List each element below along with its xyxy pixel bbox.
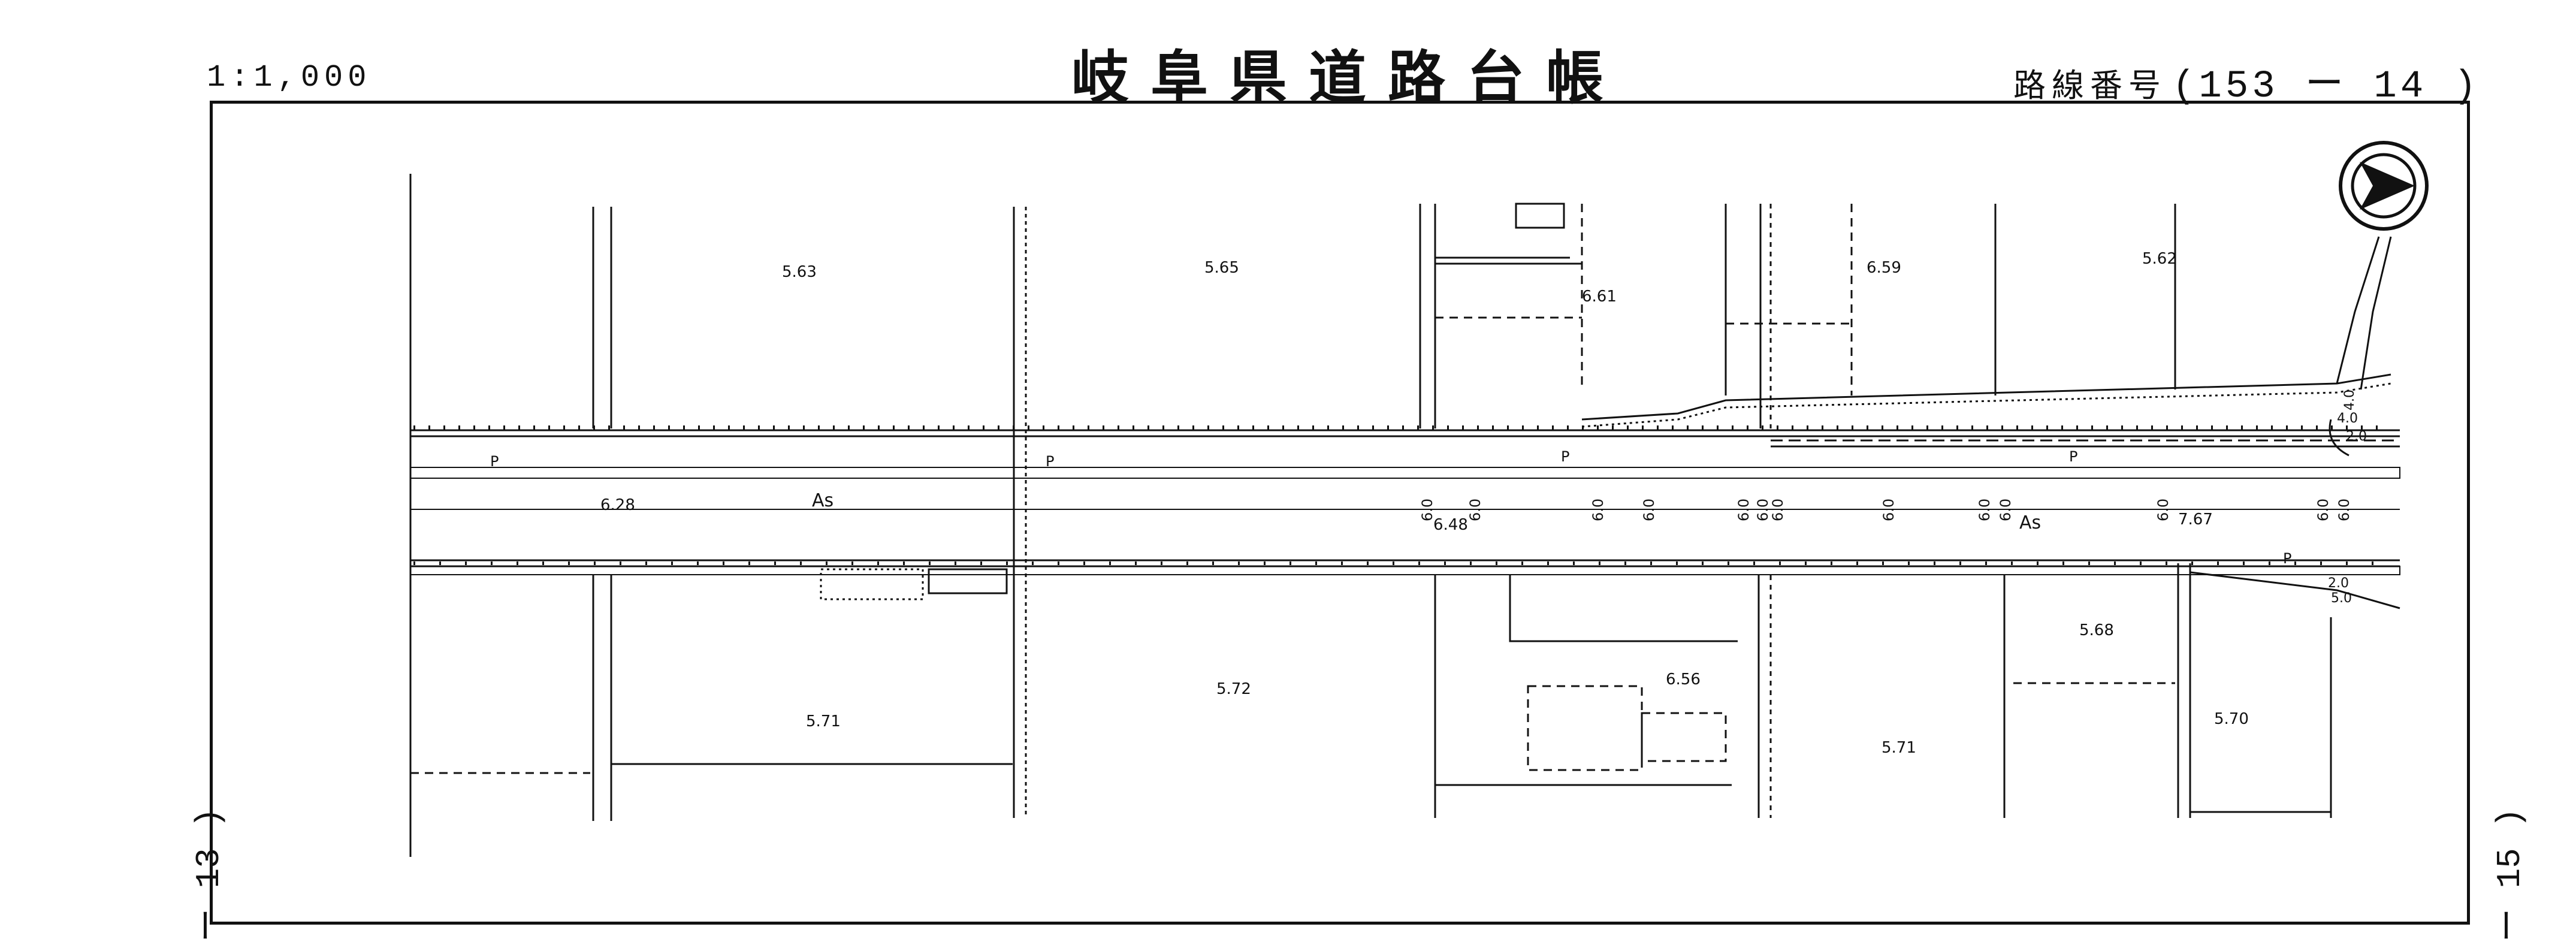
parking-label: P <box>1561 448 1569 465</box>
road-width-mark: 6.0 <box>1735 499 1752 521</box>
corner-curve <box>2329 419 2349 457</box>
map-frame <box>210 101 2470 922</box>
elevation-label: 5.70 <box>2214 710 2249 728</box>
frame-bottom-rule <box>210 922 2470 925</box>
north-arrow-icon <box>2339 141 2429 231</box>
corner-label: 4.0 <box>2342 390 2357 410</box>
route-number-label: 路線番号 <box>2013 67 2167 104</box>
ramp-edge <box>2360 236 2392 390</box>
road-width-marks: 6.0 6.0 6.0 6.0 6.0 6.0 6.0 6.0 6.0 6.0 … <box>1419 499 2352 521</box>
parking-labels: P P P P P <box>490 448 2291 567</box>
road-width-mark: 6.0 <box>2336 499 2352 521</box>
elevation-label: 6.28 <box>600 496 635 514</box>
ramp-edge <box>2336 236 2380 384</box>
elevation-label: 6.59 <box>1867 259 1901 277</box>
corner-labels: 4.0 4.0 2.0 2.0 5.0 <box>2328 390 2367 606</box>
building-outline-dashed <box>1527 685 1643 771</box>
road-width-mark: 6.0 <box>1641 499 1657 521</box>
corner-label: 5.0 <box>2331 591 2352 606</box>
road-width-mark: 6.0 <box>1467 499 1484 521</box>
north-curb-curve-hatch <box>1581 382 2391 428</box>
road-width-mark: 6.0 <box>1754 499 1771 521</box>
road-width-mark: 6.0 <box>1419 499 1436 521</box>
road-width-mark: 6.0 <box>1880 499 1897 521</box>
elevation-label: 6.48 <box>1433 516 1468 534</box>
parking-label: P <box>2069 448 2077 465</box>
road-width-mark: 6.0 <box>1997 499 2014 521</box>
south-sidewalk-strip <box>410 566 2400 575</box>
structure-outline <box>820 568 924 600</box>
south-ramp-edge <box>2190 571 2400 609</box>
elevation-label: 7.67 <box>2178 511 2213 529</box>
structure-outline <box>928 568 1008 594</box>
elevation-label: 5.63 <box>782 263 817 281</box>
road-width-mark: 6.0 <box>2315 499 2332 521</box>
north-curb-curve <box>1581 373 2391 421</box>
elevation-label: 5.62 <box>2142 250 2177 268</box>
parking-label: P <box>490 453 499 470</box>
building-outline-dashed <box>1641 712 1727 762</box>
elevation-label: 5.68 <box>2079 621 2114 639</box>
parking-label: P <box>1046 453 1054 470</box>
north-sidewalk-strip <box>410 467 2400 479</box>
road-width-mark: 6.0 <box>1769 499 1786 521</box>
corner-label: 4.0 <box>2337 411 2358 426</box>
road-width-mark: 6.0 <box>1590 499 1606 521</box>
map-scale: 1:1,000 <box>207 60 372 95</box>
elevation-label: 5.71 <box>1882 739 1916 757</box>
elevation-labels: 5.63 5.65 6.61 6.59 5.62 6.28 6.48 7.67 … <box>600 250 2249 757</box>
parking-label: P <box>2283 550 2291 567</box>
map-linework <box>409 174 2400 857</box>
page-title: 岐阜県道路台帳 <box>1071 44 1625 111</box>
elevation-label: 5.65 <box>1204 259 1239 277</box>
parcel-line <box>1509 575 1738 642</box>
road-width-mark: 6.0 <box>1976 499 1993 521</box>
surface-labels: As As <box>812 490 2041 533</box>
corner-label: 2.0 <box>2328 576 2349 591</box>
elevation-label: 5.72 <box>1216 680 1251 698</box>
surface-label: As <box>812 490 833 511</box>
elevation-label: 5.71 <box>806 712 841 730</box>
building-outline <box>1515 203 1565 229</box>
elevation-label: 6.61 <box>1582 288 1617 306</box>
curb-hatching <box>413 425 2391 565</box>
elevation-label: 6.56 <box>1666 671 1701 689</box>
road-width-mark: 6.0 <box>2155 499 2172 521</box>
corner-label: 2.0 <box>2346 429 2367 444</box>
surface-label: As <box>2019 512 2041 533</box>
